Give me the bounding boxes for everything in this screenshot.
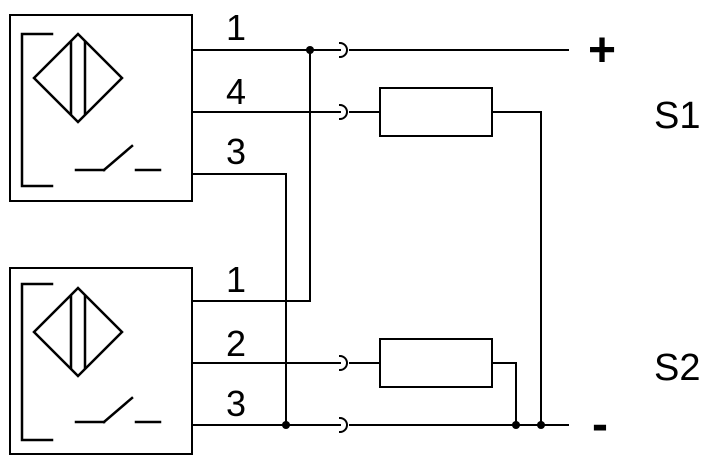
- proximity-sensor-icon: [20, 32, 124, 188]
- negative-supply-label: -: [592, 398, 608, 451]
- connector-icon: [338, 354, 348, 372]
- sensor-s1-terminal-2: 4: [226, 71, 246, 112]
- junction-dot: [537, 421, 545, 429]
- wire-s2-pin1: [191, 49, 311, 302]
- junction-dot: [306, 46, 314, 54]
- junctions: [282, 46, 545, 429]
- switch-contact-icon: [74, 396, 162, 424]
- junction-dot: [282, 421, 290, 429]
- sensor-s2-housing: [9, 267, 193, 455]
- junction-dot: [512, 421, 520, 429]
- sensor-s2-terminal-1: 1: [226, 259, 246, 300]
- positive-supply-label: +: [588, 24, 616, 77]
- wiring: [191, 49, 569, 426]
- load-resistor-2: [379, 338, 493, 388]
- connector-icon: [338, 41, 348, 59]
- switch-contact-icon: [74, 144, 162, 172]
- sensor-s1-label: S1: [654, 95, 700, 137]
- sensor-s1-terminal-3: 3: [226, 131, 246, 172]
- connector-icon: [338, 416, 348, 434]
- sensor-s2-label: S2: [654, 347, 700, 389]
- sensor-s2-terminal-2: 2: [226, 323, 246, 364]
- proximity-sensor-icon: [20, 282, 124, 442]
- wire-load1-out: [491, 111, 542, 426]
- sensor-s1: 1 4 3 S1: [9, 7, 700, 202]
- connector-icon: [338, 103, 348, 121]
- sensor-s2: 1 2 3 S2: [9, 259, 700, 455]
- wire-load2-out: [491, 362, 517, 426]
- connectors: [338, 41, 348, 434]
- sensor-s2-terminal-3: 3: [226, 383, 246, 424]
- wire-s1-pin3: [191, 173, 287, 426]
- load-resistor-1: [379, 87, 493, 137]
- sensor-s1-terminal-1: 1: [226, 7, 246, 48]
- sensor-s1-housing: [9, 14, 193, 202]
